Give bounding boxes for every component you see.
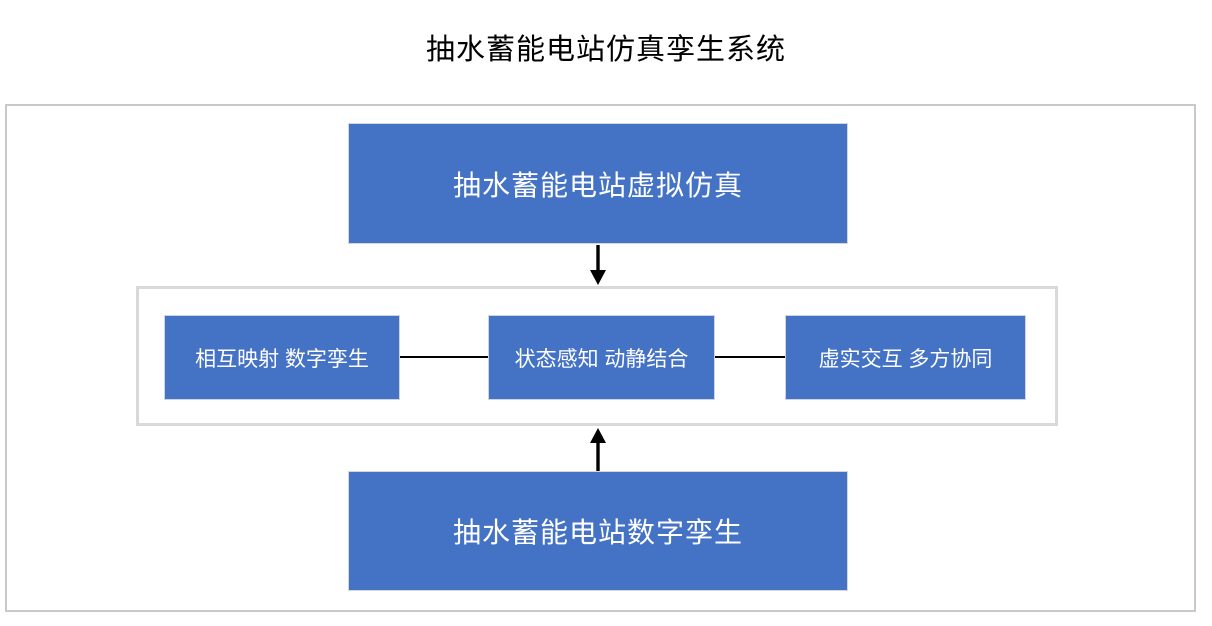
- connector-line-left: [400, 356, 488, 358]
- virtual-simulation-box: 抽水蓄能电站虚拟仿真: [348, 123, 848, 244]
- digital-twin-box: 抽水蓄能电站数字孪生: [348, 471, 848, 591]
- virtual-simulation-label: 抽水蓄能电站虚拟仿真: [452, 169, 743, 201]
- digital-twin-label: 抽水蓄能电站数字孪生: [452, 517, 743, 548]
- feature-label-interaction: 虚实交互 多方协同: [818, 347, 993, 371]
- arrow-up-icon: [590, 428, 606, 471]
- feature-box-mapping: 相互映射 数字孪生: [164, 315, 400, 400]
- arrow-down-icon: [590, 245, 606, 285]
- connector-line-right: [715, 356, 785, 358]
- feature-label-mapping: 相互映射 数字孪生: [195, 347, 369, 371]
- feature-box-perception: 状态感知 动静结合: [488, 315, 715, 400]
- feature-label-perception: 状态感知 动静结合: [514, 347, 689, 371]
- diagram-title: 抽水蓄能电站仿真孪生系统: [425, 34, 786, 66]
- feature-box-interaction: 虚实交互 多方协同: [785, 315, 1026, 400]
